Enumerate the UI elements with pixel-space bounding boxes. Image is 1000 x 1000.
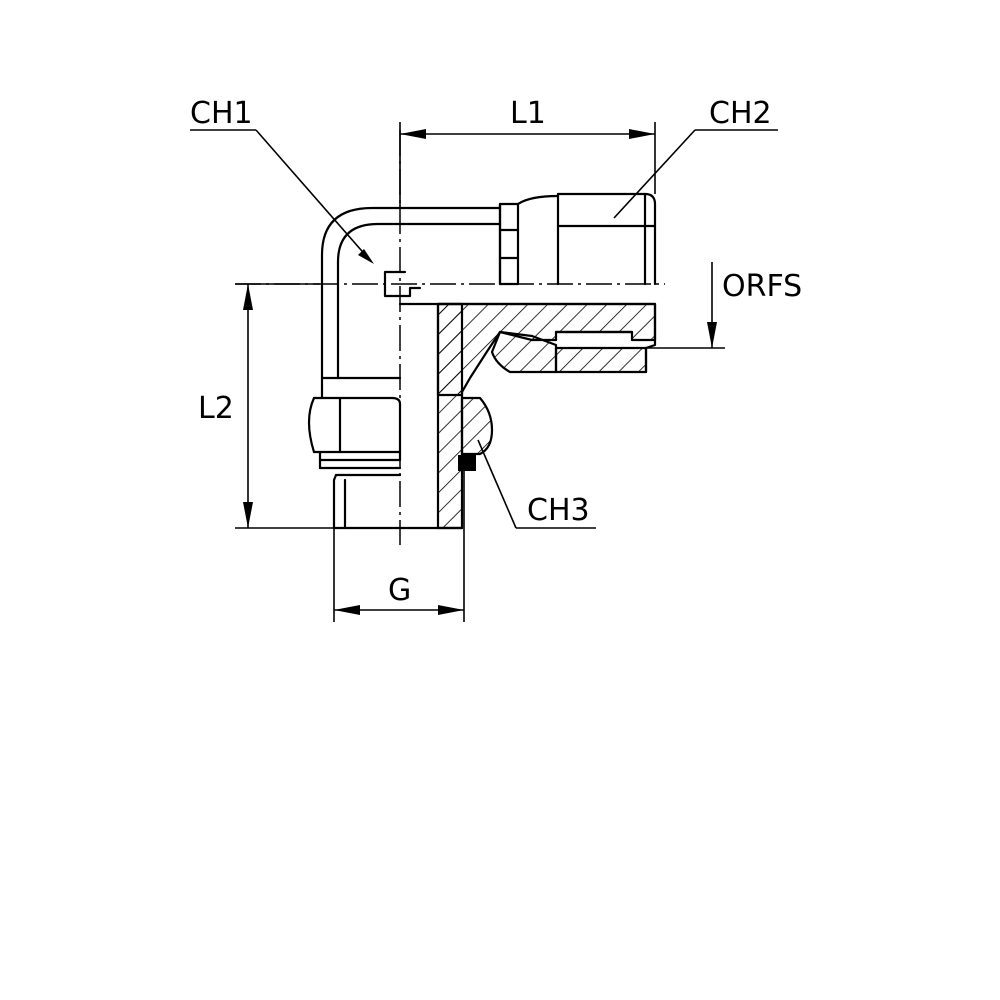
- section-stem: [398, 302, 464, 530]
- leader-ch3: [477, 439, 596, 529]
- label-orfs: ORFS: [722, 269, 802, 304]
- thread-stud: [332, 473, 402, 530]
- center-symbol: [383, 270, 422, 298]
- swivel-ring: [498, 194, 560, 286]
- swivel-nut-ch2: [556, 192, 657, 286]
- hex-ch1: [307, 376, 402, 470]
- locknut-ch3-section: [458, 396, 494, 471]
- dimension-l2: [235, 283, 334, 529]
- label-ch3: CH3: [527, 493, 590, 528]
- o-ring: [458, 455, 476, 471]
- leader-ch2: [613, 129, 778, 219]
- orfs-indicator: [707, 262, 717, 348]
- label-l1: L1: [510, 96, 546, 131]
- label-l2: L2: [198, 391, 234, 426]
- dimension-l1: [399, 122, 656, 208]
- dimension-g: [333, 460, 465, 622]
- leader-ch1: [190, 129, 374, 264]
- label-ch1: CH1: [190, 96, 253, 131]
- label-ch2: CH2: [709, 96, 772, 131]
- label-g: G: [388, 573, 411, 608]
